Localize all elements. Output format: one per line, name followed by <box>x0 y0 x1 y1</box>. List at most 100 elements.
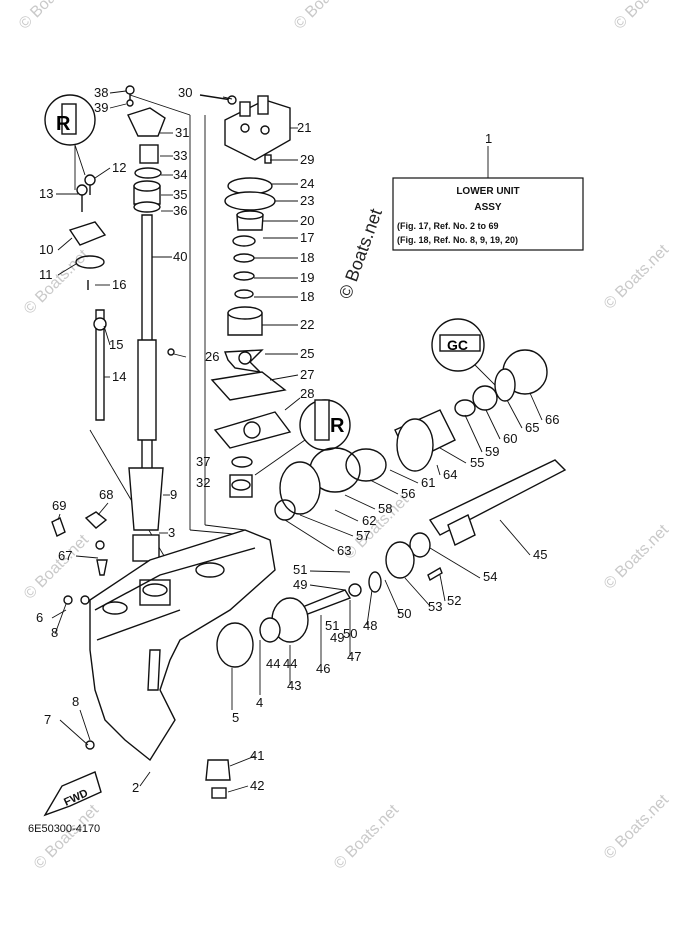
callout-59: 59 <box>485 444 499 459</box>
callout-8: 8 <box>72 694 79 709</box>
callout-32: 32 <box>196 475 210 490</box>
callout-26: 26 <box>205 349 219 364</box>
callout-21: 21 <box>297 120 311 135</box>
callout-63: 63 <box>337 543 351 558</box>
small-bottom-parts <box>51 511 108 750</box>
pump-housing <box>224 95 298 161</box>
watermark: © Boats.net <box>31 801 103 873</box>
callout-40: 40 <box>173 249 187 264</box>
callout-7: 7 <box>44 712 51 727</box>
gearcase <box>89 529 276 762</box>
watermark: © Boats.net <box>611 0 678 33</box>
callout-52: 52 <box>447 593 461 608</box>
callout-27: 27 <box>300 367 314 382</box>
callout-64: 64 <box>443 467 457 482</box>
callout-18: 18 <box>300 250 314 265</box>
leader-lines <box>51 90 543 793</box>
callout-68: 68 <box>99 487 113 502</box>
r-symbol-1: R <box>44 94 96 176</box>
watermark: © Boats.net <box>16 0 88 33</box>
callout-30: 30 <box>178 85 192 100</box>
watermark: © Boats.net <box>335 206 386 301</box>
callout-25: 25 <box>300 346 314 361</box>
watermark: © Boats.net <box>331 801 403 873</box>
watermark: © Boats.net <box>601 521 673 593</box>
callout-9: 9 <box>170 487 177 502</box>
callout-39: 39 <box>94 100 108 115</box>
callout-62: 62 <box>362 513 376 528</box>
callout-1: 1 <box>485 131 492 146</box>
svg-text:R: R <box>330 415 345 437</box>
callout-16: 16 <box>112 277 126 292</box>
callout-17: 17 <box>300 230 314 245</box>
callout-28: 28 <box>300 386 314 401</box>
box-title: LOWER UNIT <box>456 186 519 197</box>
left-parts <box>68 85 175 562</box>
callout-51: 51 <box>325 618 339 633</box>
callout-15: 15 <box>109 337 123 352</box>
callout-3: 3 <box>168 525 175 540</box>
callout-58: 58 <box>378 501 392 516</box>
callout-20: 20 <box>300 213 314 228</box>
callout-2: 2 <box>132 780 139 795</box>
gc-symbol: GC <box>431 318 496 386</box>
callout-53: 53 <box>428 599 442 614</box>
svg-text:R: R <box>56 113 71 135</box>
callout-18: 18 <box>300 289 314 304</box>
fwd-arrow: FWD <box>43 771 102 817</box>
callout-57: 57 <box>356 528 370 543</box>
callout-23: 23 <box>300 193 314 208</box>
callout-48: 48 <box>363 618 377 633</box>
callout-31: 31 <box>175 125 189 140</box>
box-line2: (Fig. 18, Ref. No. 8, 9, 19, 20) <box>397 235 518 245</box>
callout-14: 14 <box>112 369 126 384</box>
callout-46: 46 <box>316 661 330 676</box>
callout-35: 35 <box>173 187 187 202</box>
callout-36: 36 <box>173 203 187 218</box>
callout-67: 67 <box>58 548 72 563</box>
callout-49: 49 <box>330 630 344 645</box>
r-symbol-2: R <box>254 399 351 476</box>
callout-37: 37 <box>196 454 210 469</box>
callout-47: 47 <box>347 649 361 664</box>
callout-66: 66 <box>545 412 559 427</box>
callout-55: 55 <box>470 455 484 470</box>
callout-51: 51 <box>293 562 307 577</box>
drawing-code: 6E50300-4170 <box>28 823 100 835</box>
callout-12: 12 <box>112 160 126 175</box>
callout-69: 69 <box>52 498 66 513</box>
box-sub: ASSY <box>474 202 502 213</box>
box-line1: (Fig. 17, Ref. No. 2 to 69 <box>397 221 499 231</box>
callout-56: 56 <box>401 486 415 501</box>
callout-42: 42 <box>250 778 264 793</box>
callout-24: 24 <box>300 176 314 191</box>
callout-11: 11 <box>39 267 53 282</box>
callout-49: 49 <box>293 577 307 592</box>
watermark: © Boats.net <box>601 791 673 863</box>
callout-41: 41 <box>250 748 264 763</box>
callout-33: 33 <box>173 148 187 163</box>
callout-13: 13 <box>39 186 53 201</box>
callout-43: 43 <box>287 678 301 693</box>
pump-parts <box>199 94 292 498</box>
svg-text:GC: GC <box>447 337 468 353</box>
callout-54: 54 <box>483 569 497 584</box>
callout-50: 50 <box>397 606 411 621</box>
callout-45: 45 <box>533 547 547 562</box>
callout-10: 10 <box>39 242 53 257</box>
watermark: © Boats.net <box>21 531 93 603</box>
callout-38: 38 <box>94 85 108 100</box>
callout-44: 44 <box>266 656 280 671</box>
callout-61: 61 <box>421 475 435 490</box>
callout-19: 19 <box>300 270 314 285</box>
callouts: 1 2 3 4 5 6 7 8 8 9 10 11 12 13 14 15 16… <box>36 85 559 795</box>
callout-60: 60 <box>503 431 517 446</box>
callout-4: 4 <box>256 695 263 710</box>
callout-8: 8 <box>51 625 58 640</box>
callout-34: 34 <box>173 167 187 182</box>
watermark: © Boats.net <box>601 241 673 313</box>
callout-65: 65 <box>525 420 539 435</box>
callout-29: 29 <box>300 152 314 167</box>
assembly-label-box: LOWER UNIT ASSY (Fig. 17, Ref. No. 2 to … <box>392 146 584 251</box>
